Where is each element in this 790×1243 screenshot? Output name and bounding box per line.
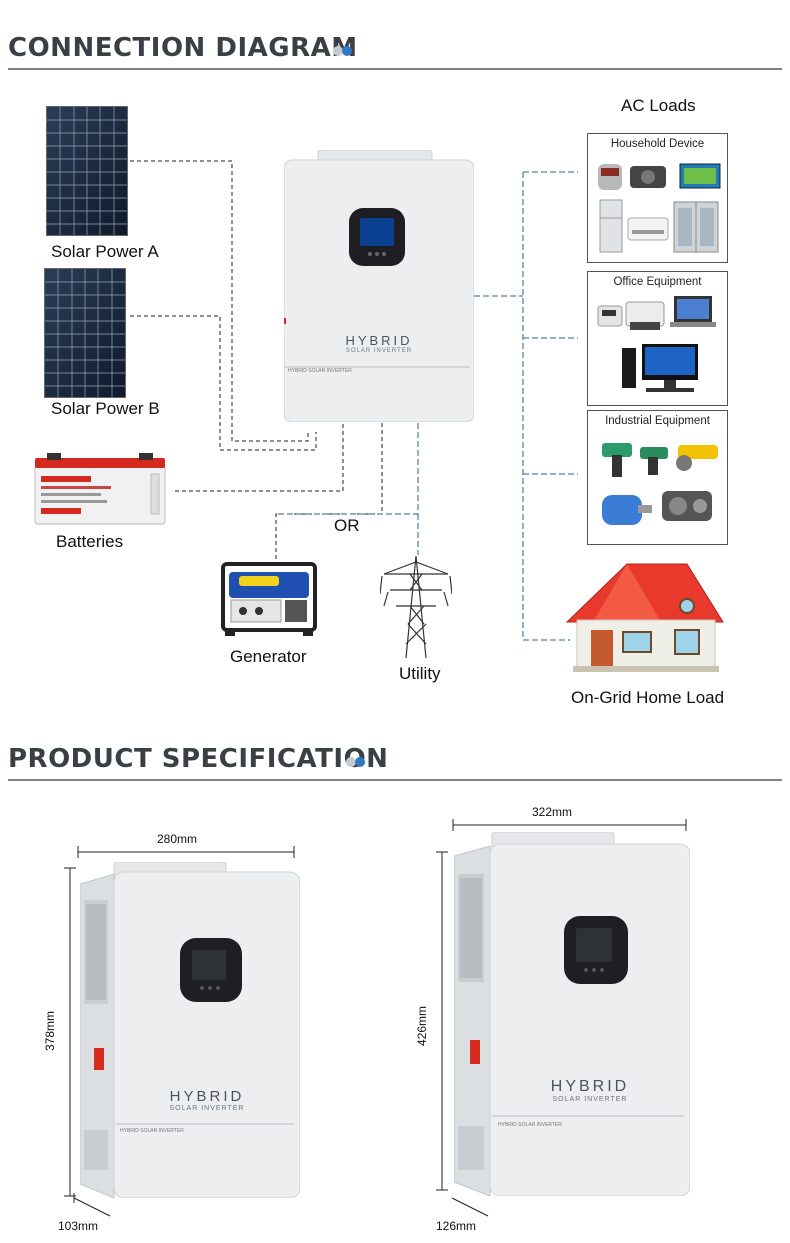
inverter-subtitle: SOLAR INVERTER	[345, 348, 413, 354]
title-divider	[8, 779, 782, 781]
inverter-large-322mm: HYBRID SOLAR INVERTER HYBRID SOLAR INVER…	[454, 832, 690, 1196]
product-specification-title: PRODUCT SPECIFICATION	[8, 744, 389, 774]
title-divider	[8, 68, 782, 70]
title-dots-icon	[333, 45, 355, 57]
small-width-label: 280mm	[157, 832, 198, 846]
utility-tower-icon	[380, 554, 452, 660]
connection-diagram-title: CONNECTION DIAGRAM	[8, 33, 358, 63]
house-icon	[563, 560, 727, 672]
battery-icon	[33, 452, 169, 526]
inverter-brand: HYBRID	[345, 333, 413, 348]
small-height-label: 378mm	[43, 1010, 57, 1051]
batteries-label: Batteries	[56, 532, 124, 551]
large-depth-label: 126mm	[436, 1219, 477, 1233]
on-grid-home-load-label: On-Grid Home Load	[571, 688, 725, 707]
large-inverter-subtitle: SOLAR INVERTER	[552, 1096, 628, 1103]
connection-lines	[130, 160, 578, 641]
large-inverter-brand: HYBRID	[550, 1078, 630, 1095]
small-inverter-brand: HYBRID	[169, 1088, 245, 1105]
solar-panel-a-icon	[46, 106, 128, 236]
generator-label: Generator	[230, 647, 307, 666]
large-width-label: 322mm	[532, 805, 573, 819]
solar-power-a-label: Solar Power A	[51, 242, 159, 261]
large-height-label: 426mm	[415, 1005, 429, 1046]
generator-icon	[215, 556, 323, 640]
inverter-strip-text: HYBRID SOLAR INVERTER	[288, 368, 352, 374]
small-depth-label: 103mm	[58, 1219, 99, 1233]
small-inverter-subtitle: SOLAR INVERTER	[169, 1105, 245, 1112]
ac-loads-label: AC Loads	[621, 96, 696, 115]
industrial-equipment-label: Industrial Equipment	[605, 415, 710, 427]
industrial-equipment-box: Industrial Equipment	[587, 410, 728, 545]
or-label: OR	[334, 516, 360, 535]
large-inverter-strip: HYBRID SOLAR INVERTER	[498, 1122, 562, 1128]
solar-power-b-label: Solar Power B	[51, 399, 160, 418]
solar-panel-b-icon	[44, 268, 126, 398]
inverter-small-280mm: HYBRID SOLAR INVERTER HYBRID SOLAR INVER…	[80, 862, 300, 1198]
office-equipment-box: Office Equipment	[587, 271, 728, 406]
office-equipment-label: Office Equipment	[613, 276, 702, 288]
utility-label: Utility	[399, 664, 441, 683]
hybrid-inverter: HYBRID SOLAR INVERTER HYBRID SOLAR INVER…	[284, 150, 474, 422]
title-dots-icon	[346, 756, 368, 768]
household-device-label: Household Device	[610, 138, 705, 150]
small-inverter-strip: HYBRID SOLAR INVERTER	[120, 1128, 184, 1134]
household-device-box: Household Device	[587, 133, 728, 263]
